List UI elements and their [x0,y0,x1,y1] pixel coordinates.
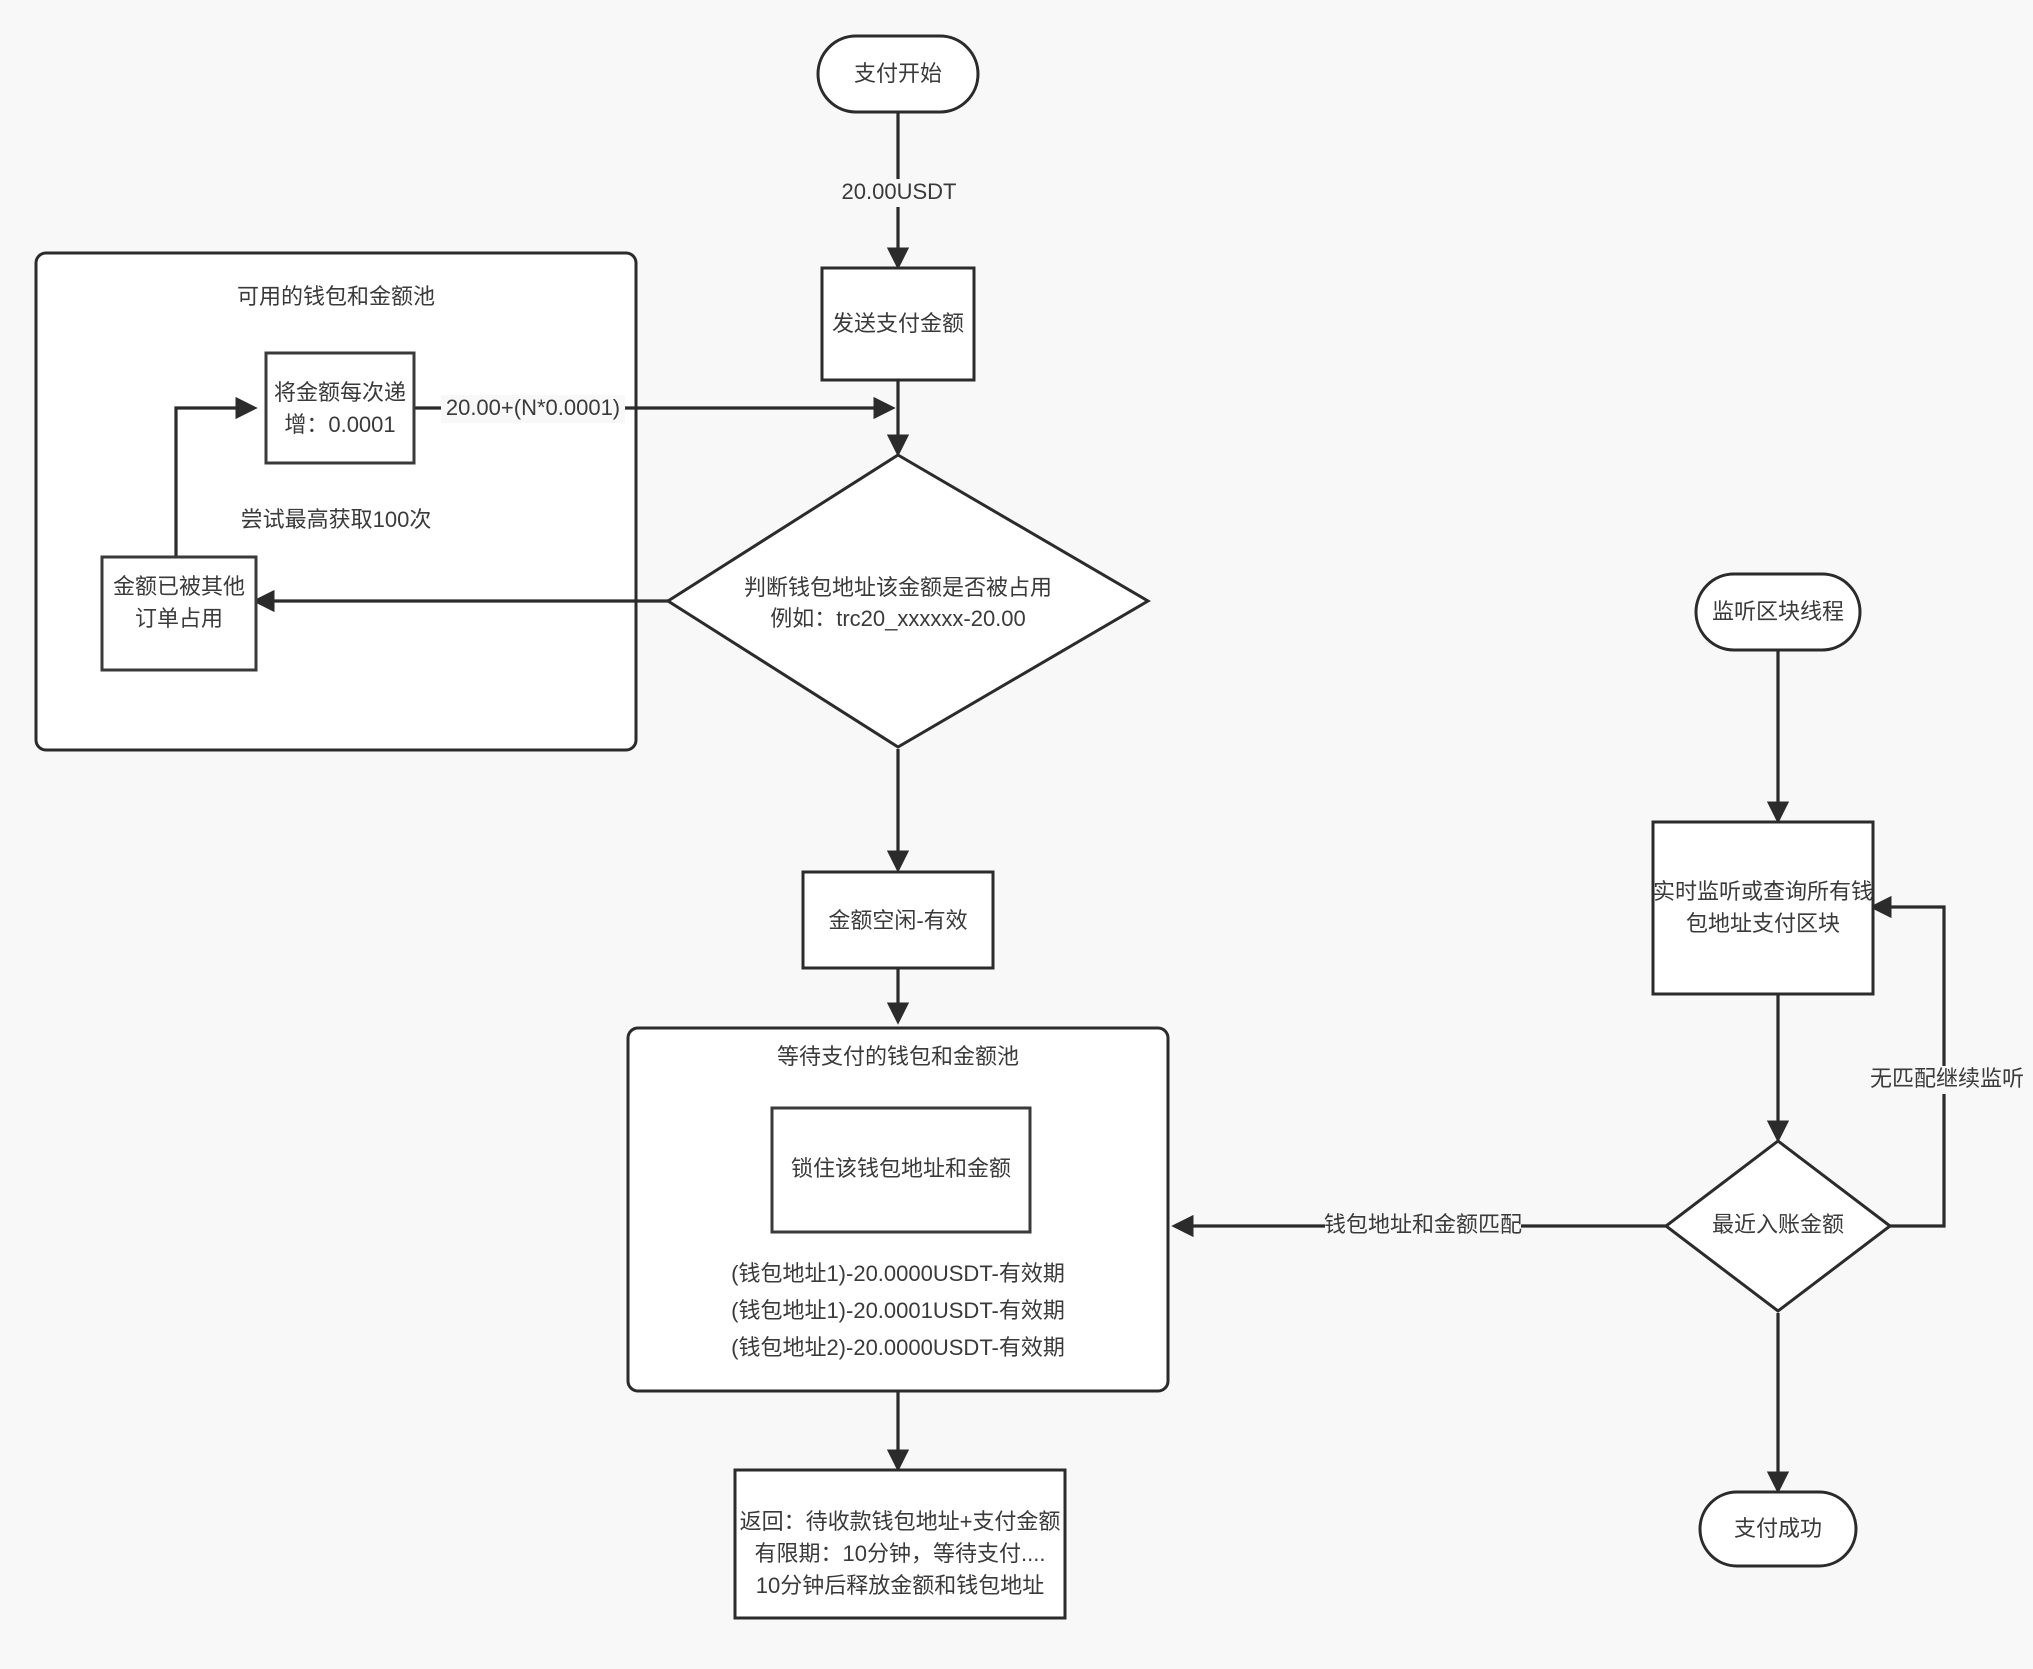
node-increment-label-line1: 将金额每次递 [274,380,406,405]
node-monitor-blocks-label-line2: 包地址支付区块 [1686,911,1840,936]
cluster-available-pool-note: 尝试最高获取100次 [241,507,432,532]
node-send-amount-shape[interactable] [820,266,976,382]
node-lock-wallet-label: 锁住该钱包地址和金额 [791,1156,1011,1181]
node-occupied-label-line2: 订单占用 [135,606,223,631]
node-amount-free-shape[interactable] [801,870,995,970]
waiting-pool-entry-3: (钱包地址2)-20.0000USDT-有效期 [731,1335,1065,1360]
edge-label-increment-to-merge-bg [441,395,625,423]
node-decide-occupied-shape[interactable] [665,453,1151,749]
node-send-amount[interactable]: 发送支付金额 [820,266,976,382]
edge-label-increment-to-merge: 20.00+(N*0.0001) [441,395,625,423]
node-occupied-shape[interactable] [100,555,258,672]
edge-label-increment-to-merge-text: 20.00+(N*0.0001) [446,395,620,420]
node-monitor-blocks[interactable]: 实时监听或查询所有钱 包地址支付区块 [1651,820,1875,996]
node-start[interactable]: 支付开始 [816,34,980,114]
edge-label-start-to-send-text: 20.00USDT [842,179,957,204]
node-listen-thread-shape[interactable] [1694,572,1862,652]
node-start-shape[interactable] [816,34,980,114]
node-listen-thread[interactable]: 监听区块线程 [1694,572,1862,652]
node-return-info[interactable]: 返回：待收款钱包地址+支付金额 有限期：10分钟，等待支付.... 10分钟后释… [733,1468,1067,1620]
node-increment-shape[interactable] [264,351,416,465]
edge-label-match-found-text: 钱包地址和金额匹配 [1324,1212,1522,1237]
node-recent-amount[interactable]: 最近入账金额 [1663,1139,1893,1313]
node-amount-free[interactable]: 金额空闲-有效 [801,870,995,970]
node-increment[interactable]: 将金额每次递 增：0.0001 [264,351,416,465]
cluster-waiting-pool-title: 等待支付的钱包和金额池 [777,1044,1019,1069]
node-recent-amount-label: 最近入账金额 [1712,1212,1844,1237]
node-return-info-label-line1: 返回：待收款钱包地址+支付金额 [740,1509,1061,1534]
edge-label-no-match-text: 无匹配继续监听 [1870,1066,2024,1091]
node-increment-label-line2: 增：0.0001 [284,412,395,437]
edge-label-start-to-send: 20.00USDT [840,179,958,207]
edge-label-match-found-bg [1325,1212,1521,1240]
node-listen-thread-label: 监听区块线程 [1712,599,1844,624]
node-lock-wallet[interactable]: 锁住该钱包地址和金额 [770,1106,1032,1234]
edge-label-no-match-bg [1869,1066,2025,1094]
edge-label-no-match: 无匹配继续监听 [1869,1066,2025,1094]
node-pay-success-shape[interactable] [1698,1490,1858,1568]
node-send-amount-label: 发送支付金额 [832,311,964,336]
cluster-available-pool-box [34,251,638,752]
waiting-pool-entry-1: (钱包地址1)-20.0000USDT-有效期 [731,1261,1065,1286]
waiting-pool-entry-2: (钱包地址1)-20.0001USDT-有效期 [731,1298,1065,1323]
node-recent-amount-shape[interactable] [1663,1139,1893,1313]
cluster-available-pool: 可用的钱包和金额池 尝试最高获取100次 [34,251,638,752]
edge-occupied-to-increment [174,396,258,557]
node-decide-occupied[interactable]: 判断钱包地址该金额是否被占用 例如：trc20_xxxxxx-20.00 [665,453,1151,749]
node-monitor-blocks-label-line1: 实时监听或查询所有钱 [1653,879,1873,904]
node-occupied[interactable]: 金额已被其他 订单占用 [100,555,258,672]
node-amount-free-label: 金额空闲-有效 [828,908,967,933]
cluster-available-pool-title: 可用的钱包和金额池 [237,284,435,309]
node-pay-success[interactable]: 支付成功 [1698,1490,1858,1568]
node-decide-occupied-label-line2: 例如：trc20_xxxxxx-20.00 [770,606,1026,631]
node-lock-wallet-shape[interactable] [770,1106,1032,1234]
edge-label-start-to-send-bg [840,179,958,207]
node-pay-success-label: 支付成功 [1734,1516,1822,1541]
node-return-info-shape[interactable] [733,1468,1067,1620]
node-monitor-blocks-shape[interactable] [1651,820,1875,996]
node-return-info-label-line2: 有限期：10分钟，等待支付.... [755,1541,1046,1566]
node-start-label: 支付开始 [854,61,942,86]
node-occupied-label-line1: 金额已被其他 [113,574,245,599]
node-decide-occupied-label-line1: 判断钱包地址该金额是否被占用 [744,575,1052,600]
edge-label-match-found: 钱包地址和金额匹配 [1324,1212,1522,1240]
node-return-info-label-line3: 10分钟后释放金额和钱包地址 [756,1573,1044,1598]
